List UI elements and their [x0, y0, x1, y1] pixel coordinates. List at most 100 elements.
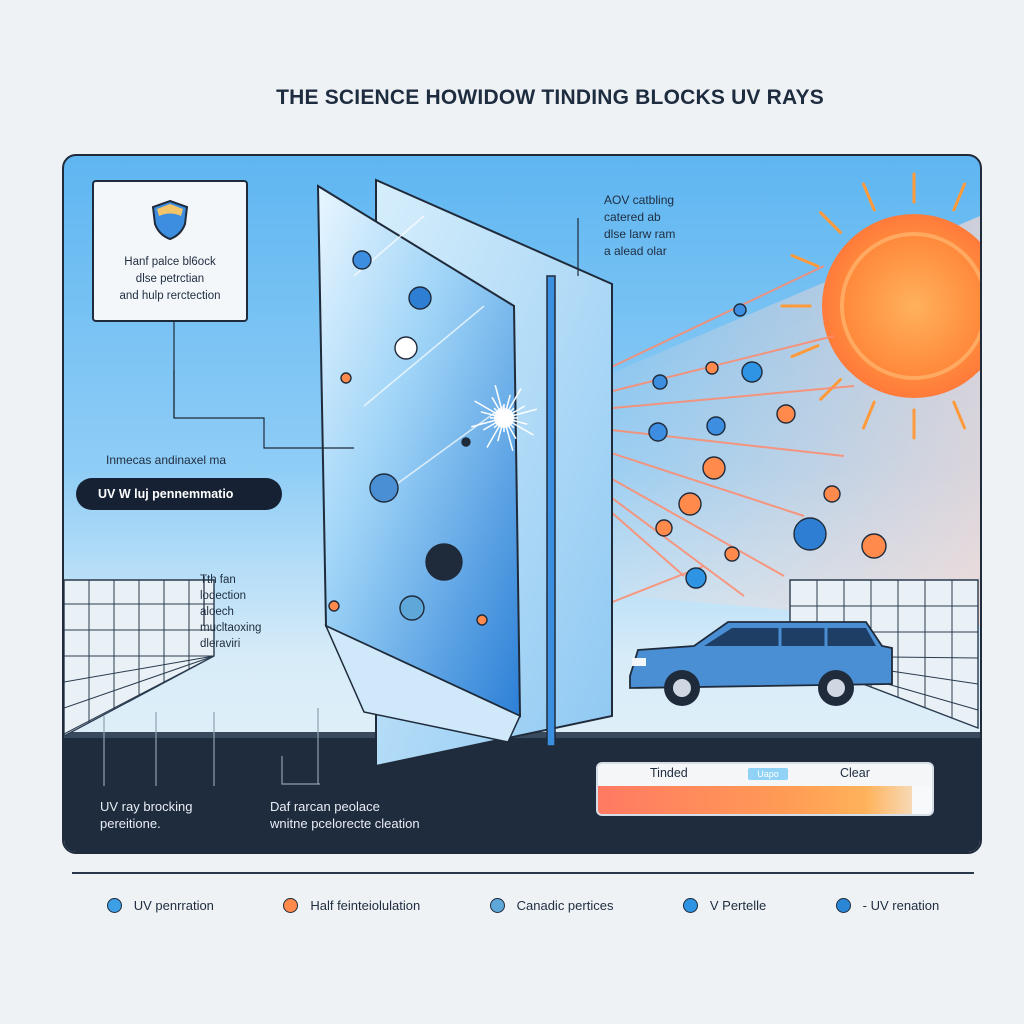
- bottom-label-left: UV ray brocking pereitione.: [100, 798, 192, 832]
- bottom-right-line-2: wnitne pcelorecte cleation: [270, 816, 420, 831]
- particle: [861, 533, 887, 559]
- legend-label: V Pertelle: [709, 897, 767, 913]
- sun-note-line-3: dlse larw ram: [604, 227, 676, 241]
- particle: [724, 546, 740, 562]
- grid-line: [64, 655, 215, 735]
- legend-label: UV penrration: [133, 897, 214, 913]
- legend-label: Half feinteiolulation: [310, 897, 421, 913]
- bottom-right-line-1: Daf rarcan peolace: [270, 799, 380, 814]
- grid-line: [64, 655, 215, 683]
- car-windows: [704, 628, 876, 646]
- sun-ray: [952, 182, 967, 212]
- legend-item-v-particle: V Pertelle: [682, 897, 767, 913]
- legend-item-particles: Canadic pertices: [489, 897, 614, 913]
- uv-penetration-pill: UV W luj pennemmatio: [76, 478, 282, 510]
- impact-core: [494, 408, 514, 428]
- particle: [652, 374, 668, 390]
- scene-illustration: [64, 172, 980, 852]
- blocking-callout-box: Hanf palce bl6ock dlse petrctian and hul…: [92, 180, 248, 322]
- particle: [733, 303, 747, 317]
- gauge-value: 23 9n: [744, 828, 772, 840]
- sun-note-line-4: a alead olar: [604, 244, 667, 258]
- particle: [369, 473, 399, 503]
- car: [629, 621, 893, 706]
- sun-note: AOV catbling catered ab dlse larw ram a …: [604, 192, 675, 260]
- particle: [461, 437, 471, 447]
- particle: [394, 336, 418, 360]
- sun-ray: [861, 400, 876, 430]
- bottom-label-right: Daf rarcan peolace wnitne pcelorecte cle…: [270, 798, 420, 832]
- legend-dot-icon: [106, 897, 122, 913]
- particle: [340, 372, 352, 384]
- particle: [793, 517, 827, 551]
- car-headlight: [632, 658, 646, 666]
- particle: [408, 286, 432, 310]
- bottom-left-line-2: pereitione.: [100, 816, 161, 831]
- particle: [399, 595, 425, 621]
- legend-label: Canadic pertices: [516, 897, 614, 913]
- left-grid-lines: [64, 580, 215, 736]
- sun-ring: [840, 232, 980, 380]
- particle: [328, 600, 340, 612]
- sun-note-line-2: catered ab: [604, 210, 661, 224]
- legend: UV penrration Half feinteiolulation Cana…: [72, 890, 974, 920]
- legend-divider: [72, 872, 974, 874]
- legend-item-uv-reflection: - UV renation: [835, 897, 940, 913]
- particle: [685, 567, 707, 589]
- callout-line-3: and hulp rerctection: [119, 290, 221, 302]
- particle: [702, 456, 726, 480]
- legend-dot-icon: [283, 897, 299, 913]
- particle: [678, 492, 702, 516]
- page-title: THE SCIENCE HOWIDOW TINDING BLOCKS UV RA…: [276, 86, 824, 109]
- particle: [655, 519, 673, 537]
- particles: [328, 250, 887, 626]
- shield-icon: [151, 199, 189, 241]
- sun-ray: [861, 182, 876, 212]
- gauge-mid-chip: Uapo: [748, 768, 788, 780]
- gauge-left-label: Tinded: [650, 766, 688, 780]
- callout-line-1: Hanf palce bl6ock: [124, 256, 216, 268]
- legend-item-half-filtration: Half feinteiolulation: [283, 897, 421, 913]
- legend-dot-icon: [682, 897, 698, 913]
- sun-ray: [952, 400, 967, 430]
- connector-lines: [103, 318, 354, 786]
- bottom-left-line-1: UV ray brocking: [100, 799, 193, 814]
- legend-dot-icon: [835, 897, 851, 913]
- particle: [425, 543, 463, 581]
- particle: [706, 416, 726, 436]
- gauge-box: Tinded Uapo Clear: [596, 762, 934, 816]
- sun: [822, 214, 980, 398]
- sun-ray: [819, 378, 842, 401]
- legend-item-uv-penetration: UV penrration: [106, 897, 214, 913]
- particle: [776, 404, 796, 424]
- sun-ray: [790, 344, 820, 359]
- annotation-line-2: lodection: [200, 590, 247, 602]
- annotation-line-4: mucltaoxing: [200, 622, 262, 634]
- sun-rays: [780, 172, 967, 440]
- callout-line-2: dlse petrctian: [135, 273, 205, 285]
- annotation-stack: Tth fan lodection aloech mucltaoxing dle…: [200, 572, 261, 652]
- glass-base-reflection: [324, 624, 521, 743]
- annotation-line-5: dleraviri: [200, 638, 241, 650]
- legend-dot-icon: [489, 897, 505, 913]
- annotation-line-3: aloech: [200, 606, 234, 618]
- gauge-fill: [598, 786, 912, 814]
- grid-line: [64, 655, 215, 709]
- particle: [648, 422, 668, 442]
- side-caption: Inmecas andinaxel ma: [106, 453, 227, 467]
- particle: [823, 485, 841, 503]
- particle: [476, 614, 488, 626]
- annotation-line-1: Tth fan: [200, 574, 236, 586]
- particle: [741, 361, 763, 383]
- gauge-mid-label: Uapo: [757, 769, 779, 779]
- legend-label: - UV renation: [862, 897, 940, 913]
- particle: [352, 250, 372, 270]
- film-rod: [546, 275, 556, 747]
- gauge-right-label: Clear: [840, 766, 870, 780]
- tint-gauge: Tinded Uapo Clear: [596, 762, 934, 818]
- sun-ray: [790, 253, 820, 268]
- sun-note-line-1: AOV catbling: [604, 193, 675, 207]
- diagram-panel: Hanf palce bl6ock dlse petrctian and hul…: [62, 154, 982, 854]
- particle: [705, 361, 719, 375]
- sun-ray: [819, 211, 842, 234]
